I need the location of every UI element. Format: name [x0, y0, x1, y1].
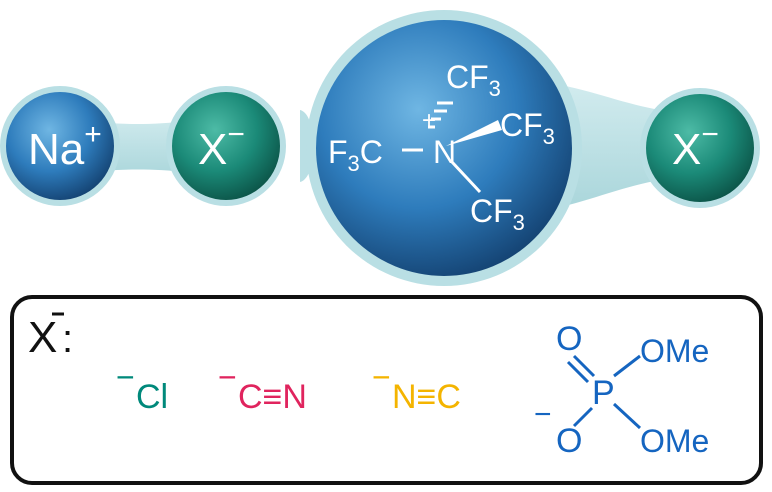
left-x-sphere	[172, 92, 280, 200]
p-ome-bottom-bond	[612, 402, 642, 430]
phosphate-p: P	[592, 374, 615, 412]
dimethyl-phosphate-anion: O P O − OMe OMe	[534, 320, 709, 460]
na-label: Na+	[28, 118, 102, 174]
f3c-left: F3C	[328, 134, 383, 176]
po-double-bond-a	[572, 354, 596, 378]
p-o-bottom-bond	[572, 406, 594, 428]
right-ion-pair: N + CF3 CF3 F3C CF3 X−	[300, 10, 760, 286]
isocyanide-anion: − N≡C	[372, 359, 461, 416]
phosphate-ome-bottom: OMe	[640, 423, 709, 459]
cf3-right: CF3	[500, 107, 555, 149]
phosphate-o-charge: −	[534, 398, 552, 431]
right-x-sphere	[646, 94, 754, 202]
chloride-label: Cl	[136, 378, 168, 416]
bottom-bond	[450, 160, 482, 194]
p-ome-top-bond	[613, 354, 641, 378]
chloride-anion: − Cl	[116, 359, 168, 416]
cyanide-label: C≡N	[238, 378, 307, 416]
cf3-top: CF3	[446, 59, 501, 101]
phosphate-o-top: O	[556, 320, 582, 358]
left-x-label: X−	[198, 118, 245, 174]
phosphate-ome-top: OMe	[640, 333, 709, 369]
left-ion-pair: Na+ X−	[0, 86, 286, 206]
legend-x-colon: :	[62, 317, 73, 361]
cyanide-anion: − C≡N	[218, 359, 307, 416]
isocyanide-charge: −	[372, 359, 391, 395]
wedge-bond	[446, 120, 502, 146]
na-sphere	[6, 92, 114, 200]
center-n-charge: +	[422, 107, 436, 134]
bonds	[402, 101, 502, 194]
isocyanide-label: N≡C	[392, 378, 461, 416]
chloride-charge: −	[116, 359, 135, 395]
anion-legend: X : − Cl − C≡N − N≡C O P O − OMe OMe	[10, 295, 763, 485]
phosphate-o-bottom: O	[556, 422, 582, 460]
legend-x-label: X	[28, 313, 57, 362]
cyanide-charge: −	[218, 359, 237, 395]
po-double-bond-b	[566, 360, 590, 384]
cf3-bottom: CF3	[470, 193, 525, 235]
legend-frame	[10, 295, 763, 485]
center-n-atom: N	[433, 134, 456, 170]
tetra-cation-sphere	[316, 20, 572, 276]
right-x-label: X−	[672, 118, 719, 174]
